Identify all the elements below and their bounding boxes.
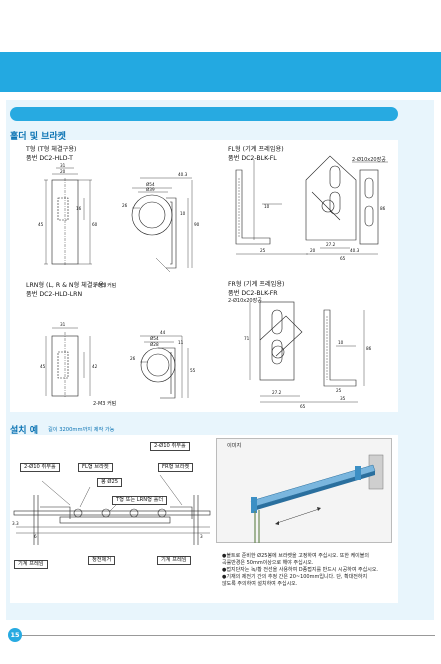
dim-label: 42 — [92, 364, 98, 369]
t-type-title: T형 (T형 체결구용) — [26, 146, 77, 153]
product-image: 이미지 — [216, 438, 392, 543]
callout-holder: T형 또는 LRN형 홀더 — [112, 496, 168, 505]
t-type-part: 품번 DC2-HLD-T — [26, 155, 73, 162]
install-note-1: ●볼트로 준비한 Ø25봉에 브라켓을 고정하여 주십시오. 또한 케이블의 — [222, 553, 369, 559]
lrn-type-screw-note: 2-M3 커텀 — [93, 401, 117, 407]
fr-type-title: FR형 (기계 프레임용) — [228, 281, 285, 288]
install-diagram: 3.3 6 3 — [12, 474, 211, 545]
dim-label: 60 — [92, 222, 98, 227]
dim-label: 90 — [194, 222, 200, 227]
lrn-type-front-view — [45, 327, 91, 398]
callout-static-bar: 정전제거 — [88, 556, 116, 565]
fl-bracket-drawing — [235, 155, 388, 255]
callout-mount-hole-right: 2-Ø10 취부홀 — [150, 442, 190, 451]
install-note-3: ●접지단자는 녹/황 전선을 사용하여 D종접지를 반드시 시공하여 주십시오. — [222, 567, 379, 573]
t-type-side-view — [131, 177, 193, 273]
dim-label: 27.2 — [272, 390, 282, 395]
dim-label: 86 — [380, 206, 386, 211]
dim-label: 20 — [310, 248, 316, 253]
dim-label: 65 — [340, 256, 346, 261]
dim-label: 10 — [338, 340, 344, 345]
dim-label: 31 — [60, 322, 66, 327]
dim-label: 11 — [178, 340, 184, 345]
callout-mount-hole-left: 2-Ø10 취부홀 — [20, 463, 60, 472]
lrn-type-part: 품번 DC2-HLD-LRN — [26, 291, 83, 298]
dim-label: 10 — [180, 211, 186, 216]
dim-label: 35 — [340, 396, 346, 401]
dim-label: 10 — [264, 204, 270, 209]
fl-type-part: 품번 DC2-BLK-FL — [228, 155, 277, 162]
header-band-curve — [0, 52, 84, 92]
dim-label: 55 — [190, 368, 196, 373]
dim-label: 40.3 — [178, 172, 188, 177]
dim-label: Ø39 — [146, 187, 155, 192]
section-subtitle-install: 길이 3200mm까지 제작 가능 — [48, 427, 115, 433]
lrn-type-title: LRN형 (L, R & N형 체결구용) — [26, 282, 107, 289]
dim-label: 40.3 — [350, 248, 360, 253]
dim-label: Ø28 — [150, 342, 159, 347]
dim-label: 26 — [122, 203, 128, 208]
callout-fl-bracket: FL형 브라켓 — [78, 463, 113, 472]
fl-type-hole-note: 2-Ø10x20장공 — [352, 157, 386, 163]
section-title-install: 설치 예 — [10, 426, 38, 436]
fr-bracket-drawing — [249, 301, 365, 403]
image-label: 이미지 — [227, 443, 242, 449]
top-margin — [0, 0, 441, 52]
product-illustration — [250, 454, 384, 543]
dim-label: 45 — [40, 364, 46, 369]
install-note-4: ●기재의 제전기 간의 추정 간은 20~100mm입니다. 단, 확대전하지 — [222, 574, 368, 580]
callout-frame-right: 기계 프레임 — [157, 556, 191, 565]
dim-label: 26 — [130, 356, 136, 361]
dim-label: 65 — [300, 404, 306, 409]
footer-rule — [20, 635, 435, 636]
install-note-2: 곡률반경은 50mm이상으로 해야 주십시오. — [222, 560, 314, 566]
dim-label: 25 — [260, 248, 266, 253]
dim-label: 86 — [366, 346, 372, 351]
fr-type-hole-note: 2-Ø10x20장공 — [228, 298, 262, 304]
dim-label: 3 — [200, 534, 203, 539]
lrn-type-side-view — [140, 335, 189, 399]
dim-label: Ø54 — [146, 182, 155, 187]
dim-label: Ø54 — [150, 336, 159, 341]
t-type-screw-note: 2-M3 커텀 — [93, 283, 117, 289]
fr-type-part: 품번 DC2-BLK-FR — [228, 290, 278, 297]
dim-label: 3.3 — [12, 521, 19, 526]
callout-frame-left: 기계 프레임 — [14, 560, 48, 569]
dim-label: 31 — [60, 163, 66, 168]
page-number: 15 — [8, 628, 22, 642]
dim-label: 25 — [336, 388, 342, 393]
technical-drawings: 31 20 45 60 16 40.3 Ø54 Ø39 26 90 10 31 … — [38, 155, 388, 409]
callout-fr-bracket: FR형 브라켓 — [158, 463, 194, 472]
dim-label: 20 — [60, 169, 66, 174]
dim-label: 45 — [38, 222, 44, 227]
dim-label: 71 — [244, 336, 250, 341]
install-note-5: 않도록 주의하여 설치하여 주십시오. — [222, 581, 298, 587]
t-type-front-view — [44, 167, 92, 266]
fl-type-title: FL형 (기계 프레임용) — [228, 146, 284, 153]
dim-label: 6 — [34, 534, 37, 539]
dim-label: 44 — [160, 330, 166, 335]
holder-drawings-box — [10, 140, 398, 412]
dim-label: 16 — [76, 206, 82, 211]
callout-rod: 봉 Ø25 — [97, 478, 123, 487]
dim-label: 27.2 — [326, 242, 336, 247]
section-bar — [10, 107, 398, 121]
section-title-holder: 홀더 및 브라켓 — [10, 132, 66, 142]
